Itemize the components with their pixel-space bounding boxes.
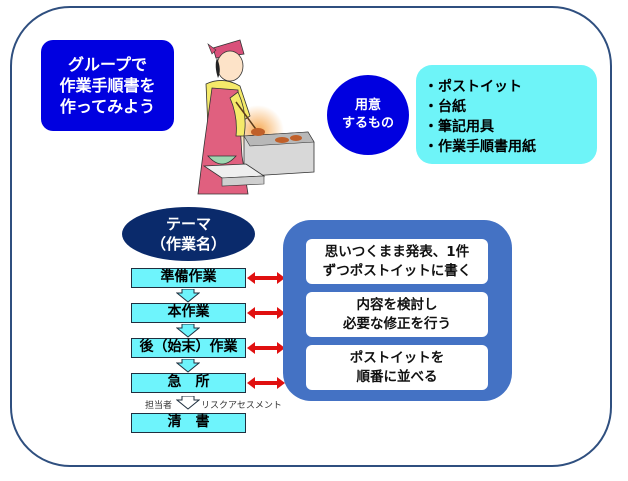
step-main-work: 本作業 (131, 303, 246, 323)
theme-line: テーマ (165, 215, 211, 233)
title-line: グループで (67, 55, 148, 74)
cook-illustration-icon (197, 39, 315, 195)
double-arrow-icon (247, 307, 285, 319)
down-arrow-icon (176, 324, 200, 338)
double-arrow-icon (247, 272, 285, 284)
procedure-card-arrange: ポストイットを 順番に並べる (306, 345, 488, 390)
materials-item: ・ポストイット (424, 79, 522, 95)
materials-list: ・ポストイット ・台紙 ・筆記用具 ・作業手順書用紙 (416, 65, 597, 164)
card-line: 思いつくまま発表、1件 (324, 243, 470, 260)
title-box: グループで 作業手順書を 作ってみよう (41, 40, 174, 131)
card-line: 内容を検討し (356, 296, 438, 313)
title-line: 作ってみよう (59, 97, 156, 116)
card-line: 順番に並べる (356, 368, 438, 385)
circle-line: 用意 (354, 98, 381, 113)
card-line: ずつポストイットに書く (322, 262, 472, 279)
risk-assessment-label: リスクアセスメント (201, 401, 282, 411)
materials-item: ・作業手順書用紙 (424, 139, 536, 155)
double-arrow-icon (247, 377, 285, 389)
down-arrow-icon (176, 359, 200, 373)
outer-frame (10, 6, 612, 467)
title-line: 作業手順書を (59, 76, 156, 95)
materials-item: ・台紙 (424, 99, 466, 115)
theme-ellipse: テーマ （作業名） (122, 207, 255, 261)
procedure-card-brainstorm: 思いつくまま発表、1件 ずつポストイットに書く (306, 239, 488, 284)
theme-line: （作業名） (150, 235, 226, 253)
person-in-charge-label: 担当者 (145, 401, 173, 411)
materials-circle: 用意 するもの (327, 75, 409, 155)
step-key-points: 急 所 (131, 373, 246, 393)
step-preparation: 準備作業 (131, 268, 246, 288)
card-line: ポストイットを (349, 349, 445, 366)
step-cleanup: 後（始末）作業 (131, 338, 246, 358)
double-arrow-icon (247, 342, 285, 354)
down-arrow-icon (176, 396, 200, 410)
down-arrow-icon (176, 289, 200, 303)
materials-item: ・筆記用具 (424, 119, 494, 135)
card-line: 必要な修正を行う (343, 315, 451, 332)
step-fair-copy: 清 書 (131, 413, 246, 433)
procedure-card-review: 内容を検討し 必要な修正を行う (306, 292, 488, 337)
circle-line: するもの (341, 116, 394, 131)
